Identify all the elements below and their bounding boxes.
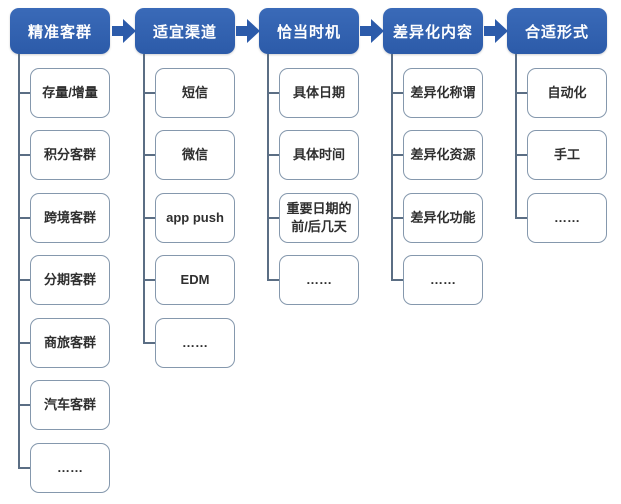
connector-stub <box>18 92 30 94</box>
connector-stub <box>267 154 279 156</box>
connector-stub <box>18 154 30 156</box>
stage-header-suitable-form: 合适形式 <box>507 8 607 54</box>
connector-trunk <box>391 54 393 280</box>
node-box: 重要日期的前/后几天 <box>279 193 359 243</box>
node-box: 积分客群 <box>30 130 110 180</box>
node-box: 分期客群 <box>30 255 110 305</box>
connector-stub <box>515 92 527 94</box>
arrow-head <box>371 19 384 43</box>
connector-stub <box>391 92 403 94</box>
arrow-shaft <box>484 26 496 36</box>
arrow-shaft <box>236 26 248 36</box>
stage-header-precise-audience: 精准客群 <box>10 8 110 54</box>
arrow-shaft <box>112 26 124 36</box>
connector-stub <box>391 217 403 219</box>
connector-stub <box>18 342 30 344</box>
connector-stub <box>18 467 30 469</box>
connector-trunk <box>267 54 269 280</box>
connector-trunk <box>18 54 20 468</box>
node-box: …… <box>30 443 110 493</box>
arrow-right-icon <box>112 19 136 43</box>
connector-trunk <box>515 54 517 218</box>
node-box: 差异化资源 <box>403 130 483 180</box>
arrow-head <box>123 19 136 43</box>
node-box: 跨境客群 <box>30 193 110 243</box>
arrow-right-icon <box>236 19 260 43</box>
connector-stub <box>267 92 279 94</box>
connector-stub <box>515 154 527 156</box>
node-box: 短信 <box>155 68 235 118</box>
connector-stub <box>267 279 279 281</box>
stage-header-right-timing: 恰当时机 <box>259 8 359 54</box>
connector-stub <box>143 342 155 344</box>
node-box: 差异化功能 <box>403 193 483 243</box>
arrow-shaft <box>360 26 372 36</box>
connector-stub <box>267 217 279 219</box>
connector-trunk <box>143 54 145 343</box>
connector-stub <box>391 279 403 281</box>
arrow-head <box>495 19 508 43</box>
connector-stub <box>18 217 30 219</box>
node-box: app push <box>155 193 235 243</box>
node-box: 商旅客群 <box>30 318 110 368</box>
node-box: …… <box>155 318 235 368</box>
arrow-right-icon <box>484 19 508 43</box>
connector-stub <box>143 92 155 94</box>
node-box: …… <box>527 193 607 243</box>
node-box: 自动化 <box>527 68 607 118</box>
node-box: …… <box>279 255 359 305</box>
node-box: 微信 <box>155 130 235 180</box>
connector-stub <box>143 154 155 156</box>
node-box: 手工 <box>527 130 607 180</box>
node-box: EDM <box>155 255 235 305</box>
connector-stub <box>391 154 403 156</box>
node-box: 存量/增量 <box>30 68 110 118</box>
node-box: 具体日期 <box>279 68 359 118</box>
node-box: 差异化称谓 <box>403 68 483 118</box>
connector-stub <box>515 217 527 219</box>
connector-stub <box>143 279 155 281</box>
connector-stub <box>143 217 155 219</box>
stage-header-differentiated-content: 差异化内容 <box>383 8 483 54</box>
node-box: …… <box>403 255 483 305</box>
node-box: 汽车客群 <box>30 380 110 430</box>
arrow-right-icon <box>360 19 384 43</box>
node-box: 具体时间 <box>279 130 359 180</box>
arrow-head <box>247 19 260 43</box>
stage-header-suitable-channel: 适宜渠道 <box>135 8 235 54</box>
connector-stub <box>18 404 30 406</box>
connector-stub <box>18 279 30 281</box>
